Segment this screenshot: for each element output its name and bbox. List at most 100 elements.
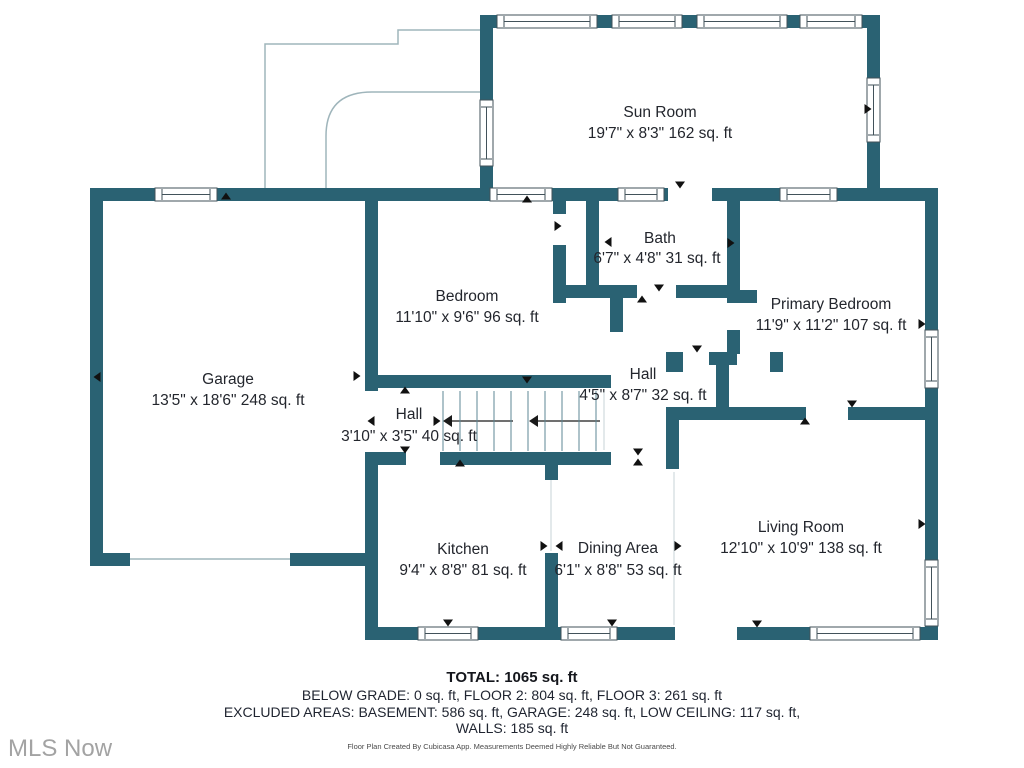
room-boundaries [550,391,675,625]
room-dims-dining-area: 6'1" x 8'8" 53 sq. ft [554,562,682,579]
windows [154,14,939,641]
wall-segment [666,407,679,469]
window-symbol [924,559,939,627]
wall-segment [365,452,378,640]
door-marker [604,237,612,247]
window-symbol [479,99,494,167]
room-label-living-room: Living Room [758,519,844,536]
wall-segment [666,352,683,372]
wall-segment [676,285,740,298]
door-marker [522,376,532,384]
summary-block: TOTAL: 1065 sq. ft BELOW GRADE: 0 sq. ft… [224,669,800,751]
wall-segment [716,352,729,420]
door-marker [93,372,101,382]
wall-segment [440,452,611,465]
door-marker [727,238,735,248]
wall-segment [553,285,637,298]
door-marker [633,448,643,456]
window-symbol [496,14,598,29]
door-marker [367,416,375,426]
wall-segment [727,188,740,303]
room-label-garage: Garage [202,371,254,388]
summary-line-1: BELOW GRADE: 0 sq. ft, FLOOR 2: 804 sq. … [302,687,722,703]
room-label-hall-lower: Hall [396,406,423,423]
window-symbol [617,187,665,202]
wall-segment [290,553,378,566]
room-label-kitchen: Kitchen [437,541,489,558]
window-symbol [696,14,788,29]
room-dims-hall-upper: 4'5" x 8'7" 32 sq. ft [579,387,707,404]
room-label-dining-area: Dining Area [578,540,659,557]
door-marker [633,458,643,466]
wall-segment [770,352,783,372]
door-marker [654,284,664,292]
door-marker [555,541,563,551]
room-dims-bedroom: 11'10" x 9'6" 96 sq. ft [395,309,539,326]
window-symbol [809,626,921,641]
room-label-hall-upper: Hall [630,366,657,383]
room-label-bedroom: Bedroom [436,288,499,305]
door-marker [353,371,361,381]
summary-line-2: EXCLUDED AREAS: BASEMENT: 586 sq. ft, GA… [224,704,800,720]
wall-segment [610,296,623,332]
room-labels: Sun Room 19'7" x 8'3" 162 sq. ft Bath 6'… [151,104,907,579]
wall-segment [365,375,611,388]
door-marker [674,541,682,551]
wall-segment [727,330,740,354]
summary-line-3: WALLS: 185 sq. ft [456,720,568,736]
window-symbol [611,14,683,29]
door-marker [692,345,702,353]
wall-segment [848,407,925,420]
door-marker [455,459,465,467]
summary-total: TOTAL: 1065 sq. ft [446,669,577,686]
door-marker [918,319,926,329]
stairs [442,391,600,451]
door-marker [221,192,231,200]
door-marker [540,541,548,551]
window-symbol [560,626,618,641]
watermark: MLS Now [8,735,113,762]
door-marker [675,181,685,189]
room-dims-bath: 6'7" x 4'8" 31 sq. ft [593,250,721,267]
wall-segment [586,188,599,288]
wall-segment [545,553,558,640]
room-dims-hall-lower: 3'10" x 3'5" 40 sq. ft [341,428,478,445]
door-gaps [668,188,737,640]
wall-segment [365,627,938,640]
window-symbol [799,14,863,29]
wall-segment [925,188,938,640]
door-marker [607,619,617,627]
room-label-bath: Bath [644,230,676,247]
stairs-direction-arrow [443,415,452,427]
wall-segment [90,553,130,566]
wall-segment [545,452,558,480]
door-marker [800,417,810,425]
wall-segment [365,188,378,391]
door-markers [93,104,926,628]
room-dims-sun-room: 19'7" x 8'3" 162 sq. ft [588,125,733,142]
door-marker [864,104,872,114]
door-marker [637,295,647,303]
room-label-primary-bedroom: Primary Bedroom [771,296,892,313]
wall-segment [727,290,757,303]
door-marker [400,446,410,454]
window-symbol [489,187,553,202]
window-symbol [154,187,218,202]
room-dims-kitchen: 9'4" x 8'8" 81 sq. ft [399,562,527,579]
window-symbol [417,626,479,641]
room-dims-living-room: 12'10" x 10'9" 138 sq. ft [720,540,882,557]
door-marker [522,195,532,203]
door-marker [433,416,441,426]
room-dims-garage: 13'5" x 18'6" 248 sq. ft [151,392,305,409]
door-marker [400,386,410,394]
window-symbol [779,187,838,202]
door-marker [554,221,562,231]
door-marker [847,400,857,408]
door-marker [443,619,453,627]
door-marker [918,519,926,529]
summary-disclaimer: Floor Plan Created By Cubicasa App. Meas… [347,742,676,751]
room-dims-primary-bedroom: 11'9" x 11'2" 107 sq. ft [756,317,907,334]
door-marker [752,620,762,628]
wall-segment [378,452,406,465]
